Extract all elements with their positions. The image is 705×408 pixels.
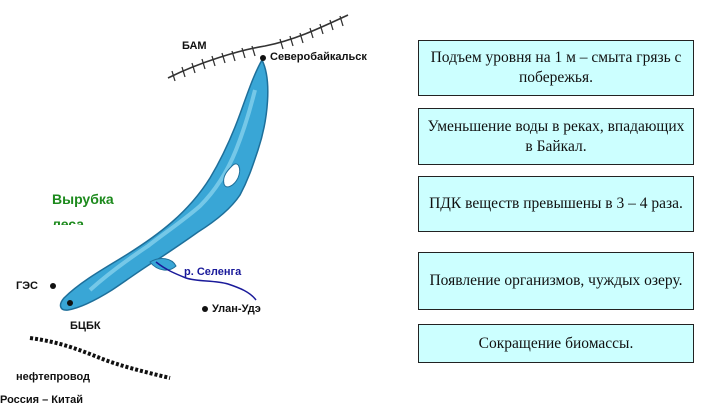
ges-marker (50, 283, 56, 289)
bcbk-label: БЦБК (70, 320, 101, 332)
bcbk-marker (67, 300, 73, 306)
pipeline-label-cut: Россия – Китай (0, 394, 200, 408)
bam-label: БАМ (182, 40, 207, 52)
severobaikalsk-label: Северобайкальск (270, 51, 367, 63)
fact-text: Уменьшение воды в реках, впадающих в Бай… (427, 117, 685, 155)
lake-baikal (59, 58, 269, 311)
fact-box-alien-organisms: Появление организмов, чуждых озеру. (418, 252, 694, 310)
selenga-label: р. Селенга (184, 266, 242, 278)
bam-railway-line (167, 14, 349, 82)
fact-box-mpc-exceeded: ПДК веществ превышены в 3 – 4 раза. (418, 176, 694, 232)
deforestation-label-cut: леса (52, 216, 122, 225)
fact-text: Появление организмов, чуждых озеру. (429, 272, 683, 289)
fact-box-river-decrease: Уменьшение воды в реках, впадающих в Бай… (418, 108, 694, 165)
deforestation-label-2: леса (52, 216, 85, 225)
selenga-river (155, 261, 257, 301)
fact-text: Сокращение биомассы. (478, 334, 634, 352)
pipeline-label: нефтепровод (16, 371, 91, 383)
fact-text: ПДК веществ превышены в 3 – 4 раза. (429, 195, 683, 212)
fact-box-biomass-decline: Сокращение биомассы. (418, 324, 694, 363)
severobaikalsk-marker (260, 55, 266, 61)
fact-box-level-rise: Подъем уровня на 1 м – смыта грязь с поб… (418, 40, 694, 96)
fact-text: Подъем уровня на 1 м – смыта грязь с поб… (430, 49, 682, 86)
ges-label: ГЭС (16, 280, 39, 292)
deforestation-label: Вырубка (52, 191, 114, 207)
ulan-ude-label: Улан-Удэ (212, 303, 261, 315)
baikal-map (29, 14, 349, 380)
pipeline-label-2: Россия – Китай (0, 394, 84, 406)
ulan-ude-marker (202, 306, 208, 312)
